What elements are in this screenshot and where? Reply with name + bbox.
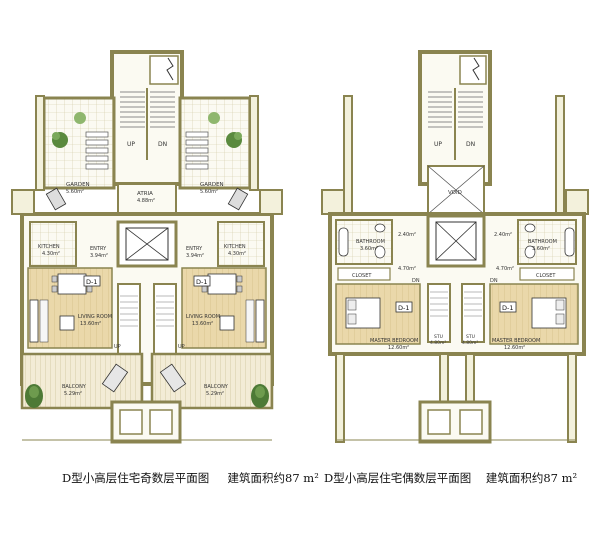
atria-label: ATRIA [137, 191, 153, 197]
inner-stair-up-right: UP [178, 344, 185, 350]
living-right-label: LIVING ROOM [186, 314, 220, 320]
master-right-area: 12.60m² [504, 345, 525, 351]
balcony-right-label: BALCONY [204, 384, 229, 390]
garden-right-area: 5.60m² [200, 189, 218, 195]
entry-right-label: ENTRY [186, 246, 203, 252]
unit-tag-left-b: D-1 [196, 278, 208, 286]
hall-left-area: 2.40m² [398, 232, 416, 238]
caption-odd-area: 建筑面积约87 m² [227, 471, 319, 485]
balcony-right-area: 5.29m² [206, 391, 224, 397]
garden-right-label: GARDEN [200, 182, 224, 188]
garden-left-label: GARDEN [66, 182, 90, 188]
bathroom-fixtures-right [524, 223, 575, 259]
kitchen-right-area: 4.30m² [228, 251, 246, 257]
unit-tag-left-a: D-1 [86, 278, 98, 286]
hall-right-area: 2.40m² [494, 232, 512, 238]
study-right-area: 4.80m² [462, 340, 478, 346]
dim-right: 4.70m² [496, 266, 514, 272]
dim-left: 4.70m² [398, 266, 416, 272]
plants-right-garden [185, 112, 242, 170]
closet-right-label: CLOSET [536, 273, 556, 279]
kitchen-left-label: KITCHEN [38, 244, 60, 250]
study-left-area: 4.80m² [430, 340, 446, 346]
bathroom-left-area: 3.60m² [360, 246, 378, 252]
dn-left: DN [412, 278, 420, 284]
caption-odd-floor: D型小高层住宅奇数层平面图 建筑面积约87 m² [62, 470, 319, 486]
entry-left-label: ENTRY [90, 246, 107, 252]
atria-area: 4.88m² [137, 198, 155, 204]
living-left-label: LIVING ROOM [78, 314, 112, 320]
bathroom-right-area: 3.60m² [532, 246, 550, 252]
balcony-plants-left [25, 363, 129, 408]
kitchen-right-label: KITCHEN [224, 244, 246, 250]
bed-right [531, 297, 567, 329]
balcony-left-area: 5.29m² [64, 391, 82, 397]
stair-dn-label: DN [158, 141, 167, 148]
study-right-label: STU [466, 334, 475, 340]
unit-tag-right-a: D-1 [398, 304, 410, 312]
sofa-left [29, 299, 75, 343]
bed-left [345, 297, 381, 329]
master-left-area: 12.60m² [388, 345, 409, 351]
dn-right: DN [490, 278, 498, 284]
bathroom-left-label: BATHROOM [356, 239, 385, 245]
plan-odd-floor: UP DN ATRIA 4.88m² [11, 50, 283, 444]
stair-up-label-even: UP [434, 141, 442, 148]
study-left-label: STU [434, 334, 443, 340]
plan-even-floor: UP DN VOID BATHROOM 3.60m² BATHROOM 3.60 [321, 50, 589, 444]
closet-left-label: CLOSET [352, 273, 372, 279]
balcony-left-label: BALCONY [62, 384, 87, 390]
inner-stair-up-left: UP [114, 344, 121, 350]
sofa-right [219, 299, 265, 343]
kitchen-left-area: 4.30m² [42, 251, 60, 257]
caption-even-title: D型小高层住宅偶数层平面图 [324, 471, 472, 485]
garden-left-area: 5.60m² [66, 189, 84, 195]
living-left-area: 13.60m² [80, 321, 101, 327]
caption-even-area: 建筑面积约87 m² [485, 471, 578, 485]
void-label: VOID [448, 190, 462, 196]
entry-left-area: 3.94m² [90, 253, 108, 259]
unit-tag-right-b: D-1 [502, 304, 514, 312]
master-right-label: MASTER BEDROOM [492, 338, 540, 344]
stair-up-label: UP [127, 141, 135, 148]
master-left-label: MASTER BEDROOM [370, 338, 418, 344]
stair-treads-left [120, 91, 175, 128]
balcony-plants-right [159, 363, 269, 408]
stair-dn-label-even: DN [466, 141, 475, 148]
bathroom-fixtures-left [338, 223, 386, 259]
plants-left-garden [52, 112, 109, 170]
caption-even-floor: D型小高层住宅偶数层平面图 建筑面积约87 m² [324, 470, 577, 486]
caption-odd-title: D型小高层住宅奇数层平面图 [62, 471, 210, 485]
entry-right-area: 3.94m² [186, 253, 204, 259]
living-right-area: 13.60m² [192, 321, 213, 327]
bathroom-right-label: BATHROOM [528, 239, 557, 245]
